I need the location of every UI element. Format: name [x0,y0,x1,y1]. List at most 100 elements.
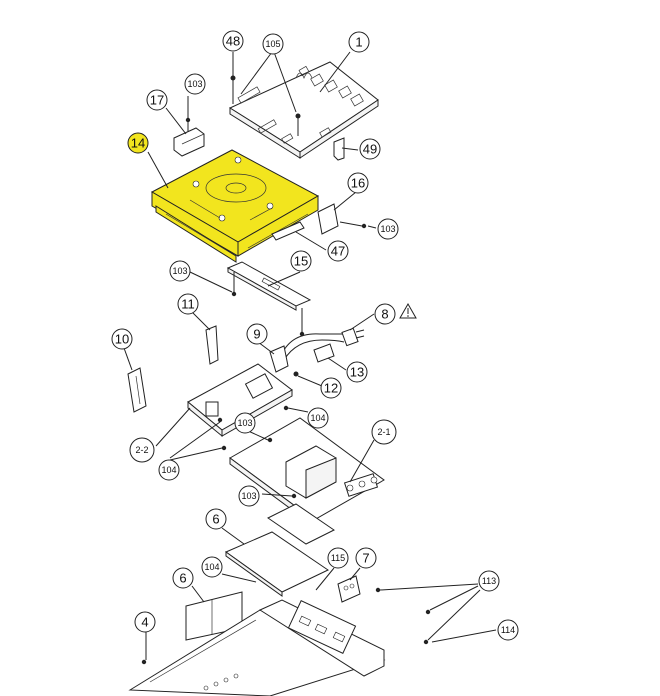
callout-14: 14 [127,132,149,154]
screw-icon [283,405,289,411]
part-49-clip [333,137,345,161]
part-7-terminal-block [337,575,361,603]
callout-4: 4 [134,611,156,633]
callout-label: 2-1 [377,427,390,437]
part-14-disc-drive [150,149,320,263]
callout-47: 47 [327,240,349,262]
screw-icon [185,117,191,123]
screw-icon [425,609,431,615]
part-15-bracket-bar [226,261,312,311]
callout-1: 1 [348,31,370,53]
part-13-inlet [313,343,335,363]
callout-label: 17 [150,93,164,108]
callout-104: 104 [158,459,180,481]
part-1-main-board [228,61,379,159]
leader-lines [123,51,497,660]
callout-9: 9 [246,323,268,345]
callout-bubble [359,138,381,160]
callout-13: 13 [346,361,368,383]
callout-113: 113 [478,570,500,592]
callout-label: 104 [204,562,219,572]
callout-label: 11 [181,297,195,312]
callout-bubble [327,240,349,262]
callout-bubble [234,412,256,434]
callout-bubble [497,619,519,641]
callout-105: 105 [262,33,284,55]
part-16-bracket [317,203,339,235]
callout-2-2: 2-2 [129,437,155,463]
warning-triangle-icon [399,302,417,319]
callout-bubble [177,293,199,315]
callout-104: 104 [307,407,329,429]
callout-bubble [371,419,397,445]
callout-bubble [347,172,369,194]
screw-icon [423,639,429,645]
callout-label: 2-2 [135,445,148,455]
callout-103: 103 [238,485,260,507]
callout-6: 6 [172,567,194,589]
callout-bubble [348,31,370,53]
screw-icon [221,445,227,451]
callout-label: 6 [212,512,219,527]
part-8-power-cord [279,327,365,361]
callout-bubble [201,556,223,578]
part-11-bracket [205,325,219,365]
callout-label: 47 [331,244,345,259]
callout-label: 6 [179,571,186,586]
callout-label: 103 [187,79,202,89]
callout-bubble [111,328,133,350]
callout-label: 103 [237,418,252,428]
part-17-bracket [173,127,205,157]
callout-bubble [238,485,260,507]
callout-label: 1 [355,35,362,50]
callout-103: 103 [234,412,256,434]
screw-icon [361,223,367,229]
callout-12: 12 [320,377,342,399]
callout-bubble [169,260,191,282]
callout-bubble [134,611,156,633]
screw-icon [291,493,297,499]
part-10-side-bracket [127,367,147,413]
callout-label: 48 [226,34,240,49]
callout-114: 114 [497,619,519,641]
callout-label: 103 [241,491,256,501]
callout-49: 49 [359,138,381,160]
callout-8: 8 [374,303,396,325]
callout-label: 105 [265,39,280,49]
callout-bubble [327,547,349,569]
callout-label: 104 [161,465,176,475]
callout-bubble [320,377,342,399]
callout-label: 104 [310,413,325,423]
callout-label: 16 [351,176,365,191]
callout-bubble [129,437,155,463]
callout-2-1: 2-1 [371,419,397,445]
callout-label: 114 [501,625,515,635]
screw-icon [141,659,147,665]
callout-103: 103 [377,218,399,240]
callout-11: 11 [177,293,199,315]
part-6-top-plate [224,531,330,597]
callout-label: 49 [363,142,377,157]
callout-103: 103 [184,73,206,95]
callout-bubble [127,132,149,154]
callout-115: 115 [327,547,349,569]
callout-label: 103 [172,266,187,276]
part-2-1-power-supply-board [229,417,385,527]
screw-icon [267,437,273,443]
callout-bubble [205,508,227,530]
screw-icon [231,291,237,297]
callout-label: 113 [482,576,496,586]
callout-label: 13 [350,365,364,380]
callout-104: 104 [201,556,223,578]
callout-bubble [374,303,396,325]
callout-bubble [478,570,500,592]
callout-label: 12 [324,381,338,396]
callout-103: 103 [169,260,191,282]
callout-bubble [246,323,268,345]
callout-label: 15 [294,254,308,269]
callout-label: 115 [331,553,345,563]
callout-label: 4 [141,615,148,630]
